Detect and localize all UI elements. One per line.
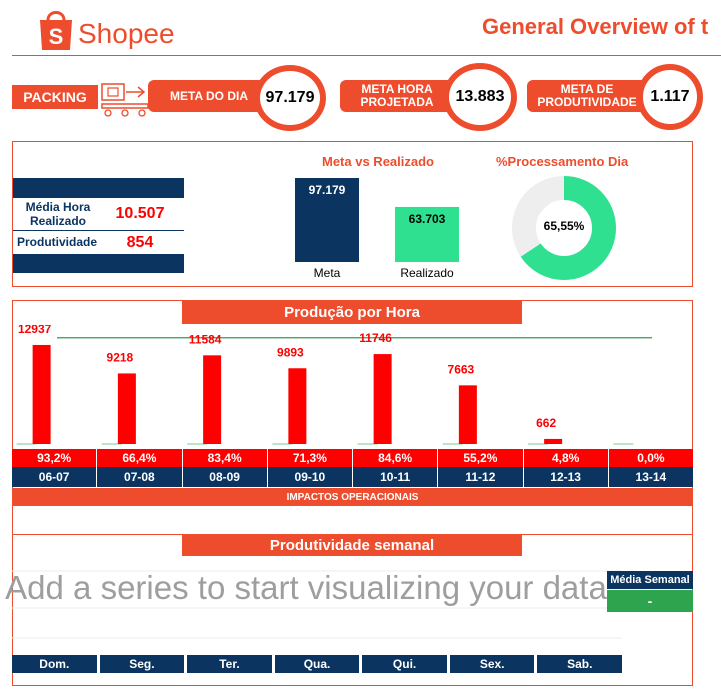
prod-bar-value-2: 11584 — [189, 332, 222, 346]
percent-cell: 55,2% — [438, 449, 524, 467]
day-cell: Seg. — [99, 655, 185, 673]
summary-footer-bar — [13, 254, 184, 273]
produtividade-value: 854 — [126, 234, 154, 251]
percent-cell: 83,4% — [182, 449, 268, 467]
percent-cell: 84,6% — [353, 449, 439, 467]
day-cell: Dom. — [12, 655, 97, 673]
meta-prod-value: 1.117 — [637, 64, 703, 130]
shopee-logo: S — [36, 8, 186, 52]
processamento-title: %Processamento Dia — [496, 154, 629, 169]
prod-bar-0 — [32, 344, 51, 444]
prod-bar-value-3: 9893 — [277, 345, 304, 359]
mvr-bar-1 — [395, 206, 459, 262]
prod-bar-1 — [117, 373, 136, 444]
impactos-box — [12, 505, 693, 535]
media-hora-label: Média Hora Realizado — [25, 200, 91, 228]
hour-cell: 11-12 — [438, 467, 524, 487]
conveyor-icon — [100, 80, 150, 118]
days-row: Dom.Seg.Ter.Qua.Qui.Sex.Sab. — [12, 655, 623, 673]
percent-row: 93,2%66,4%83,4%71,3%84,6%55,2%4,8%0,0% — [12, 449, 694, 467]
hour-cell: 07-08 — [97, 467, 183, 487]
semanal-title: Produtividade semanal — [182, 534, 522, 556]
day-cell: Qui. — [362, 655, 447, 673]
meta-dia-value: 97.179 — [254, 65, 326, 131]
mvr-category-0: Meta — [314, 266, 341, 280]
produtividade-label: Produtividade — [16, 235, 97, 249]
prod-bar-value-1: 9218 — [107, 350, 134, 364]
prod-bar-value-5: 7663 — [448, 362, 475, 376]
media-semanal-label: Média Semanal — [607, 571, 693, 589]
mvr-bar-value-0: 97.179 — [309, 183, 346, 197]
processamento-value: 65,55% — [543, 219, 585, 233]
meta-hora-value: 13.883 — [443, 63, 517, 131]
percent-cell: 93,2% — [12, 449, 98, 467]
prod-bar-value-6: 662 — [536, 416, 556, 430]
prod-bar-6 — [544, 438, 563, 444]
shopping-bag-icon: S — [40, 11, 72, 50]
hour-cell: 09-10 — [267, 467, 353, 487]
hour-cell: 06-07 — [12, 467, 98, 487]
percent-cell: 0,0% — [608, 449, 694, 467]
summary-divider — [13, 230, 184, 231]
prod-bar-value-4: 11746 — [359, 331, 392, 345]
percent-cell: 71,3% — [267, 449, 353, 467]
prod-bar-4 — [373, 354, 392, 444]
meta-dia-label: META DO DIA — [148, 80, 270, 112]
page-title: General Overview of t — [482, 14, 709, 39]
semanal-grid — [12, 570, 622, 639]
mvr-bar-value-1: 63.703 — [409, 212, 446, 226]
hour-cell: 10-11 — [353, 467, 439, 487]
summary-header-bar — [13, 178, 184, 198]
producao-title: Produção por Hora — [182, 300, 522, 324]
hour-cell: 13-14 — [608, 467, 694, 487]
percent-cell: 4,8% — [523, 449, 609, 467]
hour-cell: 12-13 — [523, 467, 609, 487]
media-semanal-value: - — [607, 590, 693, 612]
media-hora-value: 10.507 — [115, 205, 165, 222]
mvr-category-1: Realizado — [400, 266, 454, 280]
prod-bar-2 — [203, 355, 222, 444]
processamento-donut — [512, 176, 616, 280]
prod-bar-5 — [458, 385, 477, 444]
impactos-header: IMPACTOS OPERACIONAIS — [12, 488, 693, 506]
hour-cell: 08-09 — [182, 467, 268, 487]
prod-bar-value-0: 12937 — [18, 325, 52, 336]
summary-panel — [12, 141, 693, 287]
meta-hora-label: META HORA PROJETADA — [340, 80, 454, 112]
day-cell: Ter. — [187, 655, 272, 673]
producao-chart: 12937 9218 11584 9893 11746 7663 662 — [16, 325, 652, 445]
header-divider — [12, 55, 721, 56]
prod-bar-3 — [288, 368, 307, 444]
day-cell: Qua. — [274, 655, 360, 673]
percent-cell: 66,4% — [97, 449, 183, 467]
logo-text: Shopee — [78, 18, 175, 49]
meta-vs-realizado-title: Meta vs Realizado — [322, 154, 434, 169]
packing-label: PACKING — [12, 85, 98, 109]
meta-prod-label: META DE PRODUTIVIDADE — [527, 80, 647, 112]
day-cell: Sex. — [449, 655, 535, 673]
svg-text:S: S — [49, 24, 64, 49]
semanal-placeholder: Add a series to start visualizing your d… — [5, 569, 607, 606]
mvr-bar-0 — [295, 178, 359, 262]
day-cell: Sab. — [537, 655, 623, 673]
donut-slice-processed — [512, 176, 616, 280]
